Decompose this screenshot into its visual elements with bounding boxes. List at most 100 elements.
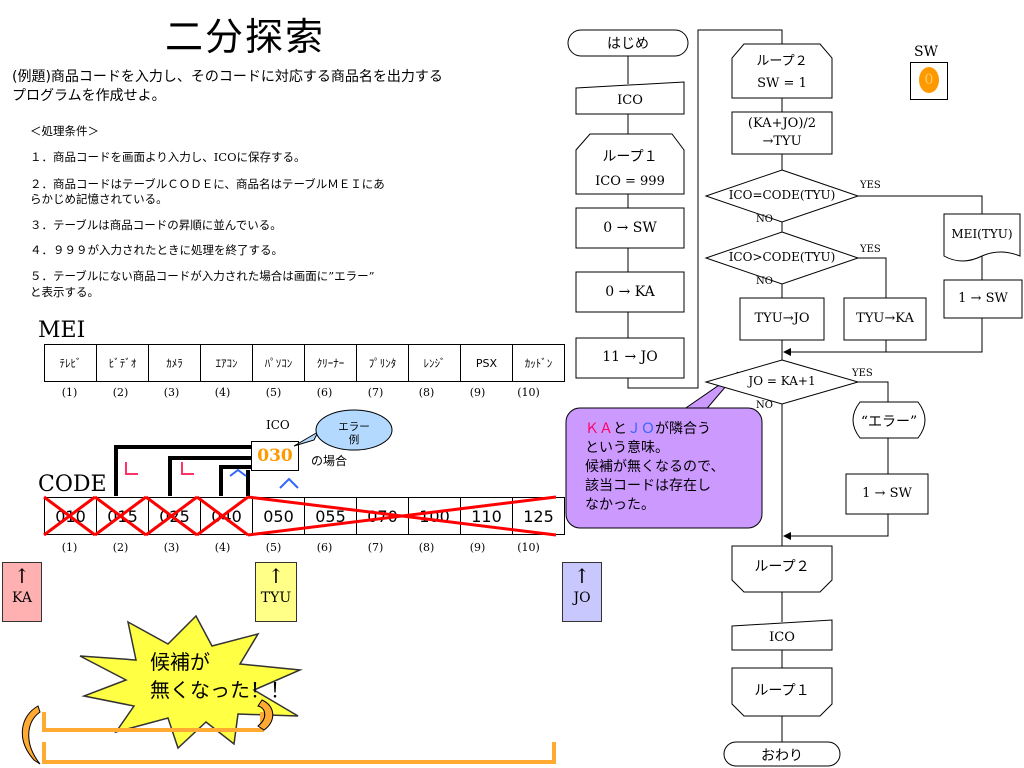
note-box xyxy=(565,407,763,529)
flow-dec3: JO = KA+1 xyxy=(748,374,816,388)
code-index: (6) xyxy=(316,541,333,554)
condition-3: ３．テーブルは商品コードの昇順に並んでいる。 xyxy=(30,218,282,232)
burst-line-1: 候補が xyxy=(150,650,210,674)
code-index: (2) xyxy=(112,541,129,554)
mei-cell: ﾚﾝｼﾞ xyxy=(408,344,461,382)
code-index: (4) xyxy=(214,541,231,554)
note-ka: ＫＡ xyxy=(585,421,613,437)
flow-loop1-top: ループ１ xyxy=(602,149,658,165)
flow-calc-1: (KA+JO)/2 xyxy=(747,116,817,131)
flow-line xyxy=(858,381,889,402)
mei-index: (6) xyxy=(316,386,333,399)
flow-loop1-cond: ICO = 999 xyxy=(595,174,665,189)
problem-line-2: プログラムを作成せよ。 xyxy=(12,88,166,104)
problem-line-1: (例題)商品コードを入力し、そのコードに対応する商品名を出力する xyxy=(12,69,443,85)
loop2-end xyxy=(731,545,833,593)
mei-index: (10) xyxy=(517,386,540,399)
up-arrow-icon: ↑ xyxy=(573,564,591,588)
loop1-end xyxy=(731,667,833,717)
mei-table: ﾃﾚﾋﾞ ﾋﾞﾃﾞｵ ｶﾒﾗ ｴｱｺﾝ ﾊﾟｿｺﾝ ｸﾘｰﾅｰ ﾌﾟﾘﾝﾀ ﾚﾝ… xyxy=(44,344,565,382)
bubble-text: エラー 例 xyxy=(316,421,392,447)
condition-1: １．商品コードを画面より入力し、ICOに保存する。 xyxy=(30,150,306,164)
condition-5b: と表示する。 xyxy=(30,285,99,299)
code-cell: 040 xyxy=(200,497,253,535)
note-to: と xyxy=(613,421,627,437)
flow-jo11: 11 → JO xyxy=(602,349,658,365)
up-arrow-icon: ↑ xyxy=(267,564,285,588)
ka-pointer: ↑ KA xyxy=(2,562,42,622)
flow-sw0: 0 → SW xyxy=(603,220,657,236)
code-index: (9) xyxy=(469,541,486,554)
flow-dec2: ICO>CODE(TYU) xyxy=(728,250,836,264)
curved-arrow-icon xyxy=(257,699,274,731)
mei-cell: ｶﾒﾗ xyxy=(148,344,201,382)
page-title: 二分探索 xyxy=(165,15,326,59)
mei-index: (9) xyxy=(469,386,486,399)
explosion-burst-icon xyxy=(79,614,303,750)
mei-cell: ﾊﾟｿｺﾝ xyxy=(252,344,305,382)
flow-mei-output: MEI(TYU) xyxy=(951,227,1013,241)
mei-cell: ｶｯﾄﾞﾝ xyxy=(512,344,565,382)
marker-blue-2 xyxy=(279,477,299,489)
sw-box: 0 xyxy=(910,62,948,100)
code-index: (5) xyxy=(265,541,282,554)
cross-line xyxy=(196,495,249,537)
mei-index: (4) xyxy=(214,386,231,399)
cross-line xyxy=(145,495,198,537)
note-text: ＫＡとＪＯが隣合う という意味。 候補が無くなるので、 該当コードは存在し なか… xyxy=(585,420,760,515)
ico-input-box-2 xyxy=(731,619,833,651)
search-range-line-2 xyxy=(168,456,251,496)
mei-cell: ﾌﾟﾘﾝﾀ xyxy=(356,344,409,382)
ico-value-box: 030 xyxy=(251,441,299,471)
sw-value: 0 xyxy=(919,67,939,93)
outer-range-bracket xyxy=(42,742,556,764)
flow-tyu-jo: TYU→JO xyxy=(754,311,810,326)
jo-pointer-label: JO xyxy=(573,590,591,606)
ka-pointer-label: KA xyxy=(11,590,32,606)
flow-line xyxy=(783,514,889,540)
mei-index: (2) xyxy=(112,386,129,399)
flow-yes-3: YES xyxy=(852,368,873,379)
burst-text: 候補が 無くなった！！ xyxy=(150,648,290,704)
flow-no-1: NO xyxy=(756,214,773,225)
problem-statement: (例題)商品コードを入力し、そのコードに対応する商品名を出力する プログラムを作… xyxy=(12,68,532,106)
condition-4: ４．９９９が入力されたときに処理を終了する。 xyxy=(30,243,283,257)
flow-dec1: ICO=CODE(TYU) xyxy=(728,188,836,202)
code-label: CODE xyxy=(38,472,107,497)
flow-line xyxy=(858,257,887,298)
search-range-line-3 xyxy=(219,465,251,496)
loop1-start xyxy=(575,133,685,195)
sw1-box-b xyxy=(845,473,929,515)
note-line-5: なかった。 xyxy=(585,497,655,513)
mei-cell: ｸﾘｰﾅｰ xyxy=(304,344,357,382)
condition-5a: ５．テーブルにない商品コードが入力された場合は画面に”エラー” xyxy=(30,269,375,283)
bubble-tail xyxy=(293,430,320,447)
code-index: (8) xyxy=(418,541,435,554)
condition-2a: ２．商品コードはテーブルＣＯＤＥに、商品名はテーブルＭＥＩにあ xyxy=(30,177,385,191)
flow-line xyxy=(783,318,983,356)
condition-2b: らかじめ記憶されている。 xyxy=(30,192,168,206)
code-index: (3) xyxy=(163,541,180,554)
mei-index: (7) xyxy=(367,386,384,399)
jo11-box xyxy=(575,337,685,379)
mei-output-doc xyxy=(943,213,1021,262)
flow-end: おわり xyxy=(761,748,803,764)
ico-label: ICO xyxy=(266,418,290,432)
flow-yes-2: YES xyxy=(860,244,881,255)
tyu-pointer: ↑ TYU xyxy=(255,562,297,622)
bubble-line-1: エラー xyxy=(338,421,370,433)
note-adjacent: が隣合う xyxy=(655,421,711,437)
flow-error-output: “エラー” xyxy=(860,414,918,430)
code-index: (1) xyxy=(61,541,78,554)
code-cell: 125 xyxy=(512,497,565,535)
flow-ico-input-2: ICO xyxy=(769,630,795,645)
flow-loop1-end: ループ１ xyxy=(754,683,810,699)
flow-loop2-top: ループ２ xyxy=(756,54,808,69)
tyu-ka-box xyxy=(843,297,927,341)
jo-pointer: ↑ JO xyxy=(562,562,602,622)
flow-line xyxy=(627,29,783,389)
note-jo: ＪＯ xyxy=(627,421,655,437)
note-line-3: 候補が無くなるので、 xyxy=(585,459,725,475)
